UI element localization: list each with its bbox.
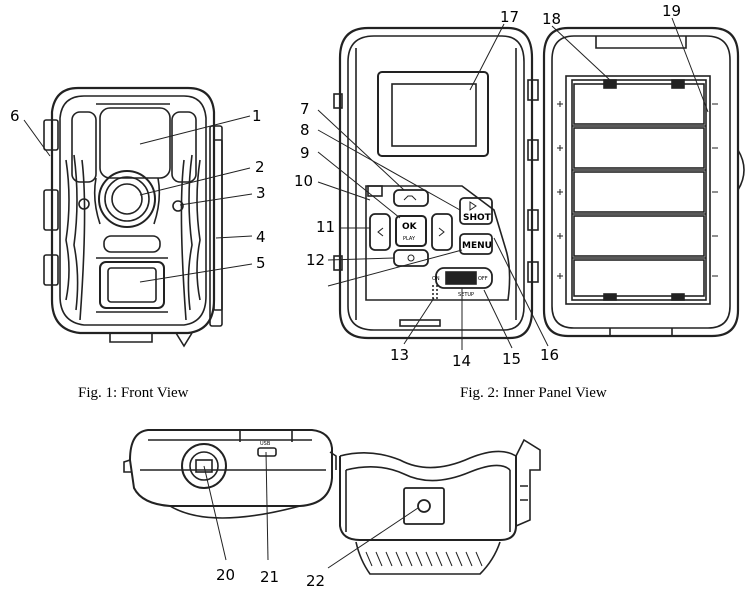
callout-21: 21	[260, 568, 279, 586]
fig1-caption: Fig. 1: Front View	[78, 385, 189, 401]
callout-19: 19	[662, 2, 681, 20]
callout-15: 15	[502, 350, 521, 368]
inner-panel	[333, 26, 539, 340]
switch-off-label: OFF	[478, 276, 488, 282]
front-view-leaders	[23, 115, 253, 283]
battery-compartment	[542, 26, 745, 338]
callout-18: 18	[542, 10, 561, 28]
callout-8: 8	[300, 121, 310, 139]
callout-13: 13	[390, 346, 409, 364]
callout-20: 20	[216, 566, 235, 584]
bottom-view-mount	[339, 438, 541, 575]
play-button-label: PLAY	[403, 236, 416, 242]
callout-4: 4	[256, 228, 266, 246]
callout-12: 12	[306, 251, 325, 269]
usb-label: USB	[260, 441, 271, 447]
ok-button-label: OK	[402, 222, 418, 232]
callout-7: 7	[300, 100, 310, 118]
callout-11: 11	[316, 218, 335, 236]
callout-9: 9	[300, 144, 310, 162]
callout-17: 17	[500, 8, 519, 26]
callout-10: 10	[294, 172, 313, 190]
battery-polarity-marks	[557, 101, 718, 279]
bottom-view-camera	[123, 429, 337, 519]
inner-view-leaders	[317, 17, 709, 350]
callout-22: 22	[306, 572, 325, 590]
callout-2: 2	[255, 158, 265, 176]
bottom-view-leaders	[203, 451, 419, 569]
shot-button-label: SHOT	[463, 213, 492, 223]
front-view-camera	[43, 86, 223, 348]
fig2-caption: Fig. 2: Inner Panel View	[460, 385, 607, 401]
callout-6: 6	[10, 107, 20, 125]
callout-3: 3	[256, 184, 266, 202]
menu-button-label: MENU	[462, 241, 492, 251]
callout-14: 14	[452, 352, 471, 370]
switch-setup-label: SETUP	[458, 292, 474, 298]
callout-16: 16	[540, 346, 559, 364]
switch-on-label: ON	[432, 276, 440, 282]
callout-5: 5	[256, 254, 266, 272]
callout-1: 1	[252, 107, 262, 125]
